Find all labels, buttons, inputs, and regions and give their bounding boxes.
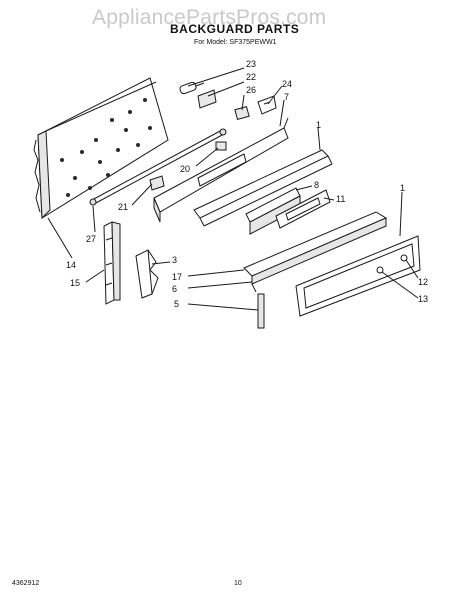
callout-12: 12 — [418, 277, 428, 287]
connector-20 — [215, 141, 227, 151]
callout-1: 1 — [316, 120, 321, 130]
callout-14: 14 — [66, 260, 76, 270]
rod — [89, 128, 227, 206]
callout-6: 6 — [172, 284, 177, 294]
model-label: For Model: SF375PEWW1 — [194, 39, 277, 46]
front-trim — [243, 211, 388, 293]
bracket-11 — [275, 189, 331, 229]
callout-numbers: 23 22 26 24 7 1 20 8 11 21 27 1 14 3 12 … — [66, 59, 428, 309]
bracket-3 — [135, 249, 159, 299]
upper-trim-channel — [153, 117, 289, 223]
clip-21 — [149, 175, 165, 191]
callout-26: 26 — [246, 85, 256, 95]
callout-24: 24 — [282, 79, 292, 89]
callout-8: 8 — [314, 180, 319, 190]
document-number: 4362912 — [12, 580, 40, 587]
callout-15: 15 — [70, 278, 80, 288]
clip-26 — [234, 106, 250, 120]
callout-5: 5 — [174, 299, 179, 309]
front-glass-panel — [295, 235, 421, 317]
callout-23: 23 — [246, 59, 256, 69]
long-channel-upper — [193, 149, 333, 227]
callout-11: 11 — [336, 194, 345, 204]
callout-7: 7 — [284, 92, 289, 102]
callout-20: 20 — [180, 164, 190, 174]
callout-13: 13 — [418, 294, 428, 304]
callout-21: 21 — [118, 202, 128, 212]
rear-panel — [33, 77, 169, 220]
callout-27: 27 — [86, 234, 96, 244]
callout-17: 17 — [172, 272, 182, 282]
side-bracket-15 — [103, 221, 121, 305]
leader-lines — [47, 67, 419, 311]
page-number: 10 — [234, 580, 242, 587]
bracket-24 — [257, 95, 277, 115]
watermark: AppliancePartsPros.com — [92, 6, 327, 29]
page-title: BACKGUARD PARTS — [170, 22, 300, 36]
bracket-22 — [197, 89, 217, 109]
callout-22: 22 — [246, 72, 256, 82]
lamp-socket — [179, 81, 205, 95]
callout-1b: 1 — [400, 183, 405, 193]
end-cap-5 — [257, 293, 265, 329]
callout-3: 3 — [172, 255, 177, 265]
